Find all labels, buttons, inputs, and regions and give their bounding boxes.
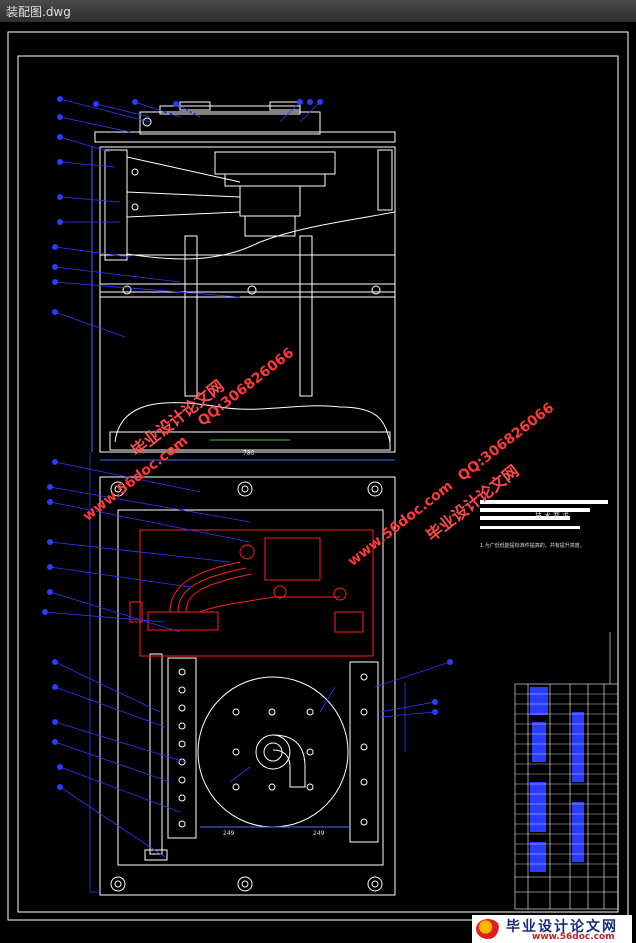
cad-drawing	[7, 31, 629, 921]
dim-top-width: 780	[243, 450, 255, 457]
window-title: 装配图.dwg	[6, 5, 71, 19]
red-drive-assembly	[129, 529, 374, 657]
window-titlebar[interactable]: 装配图.dwg	[0, 0, 636, 23]
plan-view	[99, 476, 396, 896]
leader-lines	[44, 98, 451, 893]
tech-requirements-block	[480, 500, 608, 529]
logo-sub-text: www.56doc.com	[532, 932, 615, 942]
title-block-table	[514, 632, 619, 910]
dim-bottom-right: 249	[313, 830, 325, 837]
balloon-dots	[42, 96, 453, 790]
dim-bottom-left: 249	[223, 830, 235, 837]
drawing-canvas[interactable]: 780 249 249 技术要求 1.为广低低能提标准件提高的，并有提升高度。 …	[0, 22, 636, 943]
tech-requirements-title: 技术要求	[535, 512, 571, 520]
bom-filled-cells	[530, 687, 584, 872]
site-logo: 毕业设计论文网 www.56doc.com	[472, 915, 632, 943]
tech-requirements-note: 1.为广低低能提标准件提高的，并有提升高度。	[480, 543, 585, 549]
logo-swirl-icon	[476, 919, 500, 939]
front-elevation-view	[94, 101, 396, 453]
bom-rows	[515, 693, 618, 865]
